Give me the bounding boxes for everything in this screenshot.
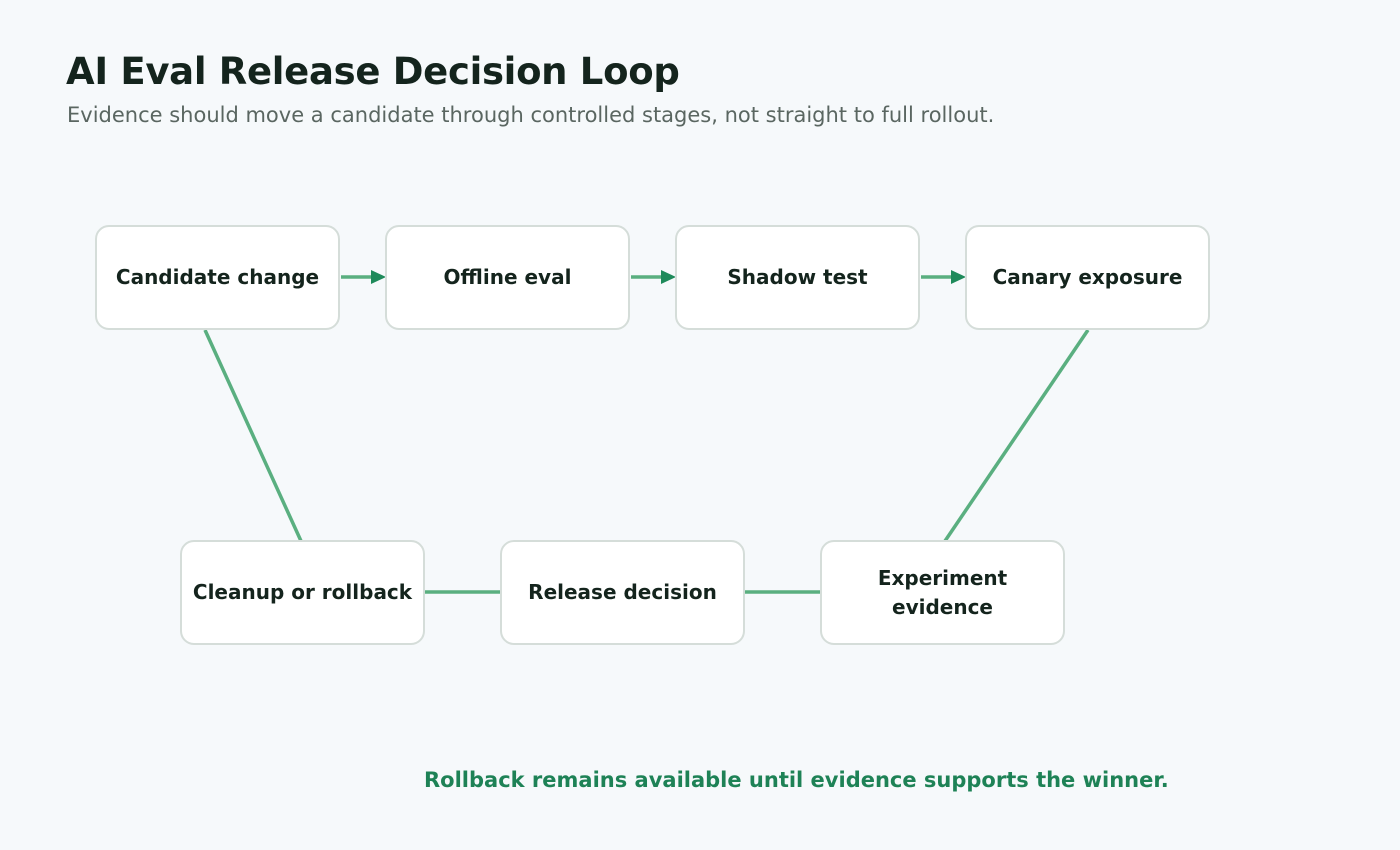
- edge-offline-to-shadow: [631, 270, 676, 284]
- page-title: AI Eval Release Decision Loop: [66, 50, 680, 93]
- node-label: Offline eval: [443, 265, 572, 289]
- node-shadow-test: Shadow test: [675, 225, 920, 330]
- node-canary-exposure: Canary exposure: [965, 225, 1210, 330]
- page-subtitle: Evidence should move a candidate through…: [67, 103, 995, 127]
- node-label: Shadow test: [727, 265, 868, 289]
- node-label: Candidate change: [115, 265, 320, 289]
- node-candidate-change: Candidate change: [95, 225, 340, 330]
- node-cleanup-or-rollback: Cleanup or rollback: [180, 540, 425, 645]
- footer-note: Rollback remains available until evidenc…: [424, 768, 1169, 792]
- node-label: Release decision: [528, 580, 717, 604]
- edge-cleanup-to-candidate: [203, 329, 303, 542]
- node-label: Cleanup or rollback: [192, 580, 413, 604]
- node-release-decision: Release decision: [500, 540, 745, 645]
- node-label: Experiment evidence: [877, 565, 1008, 619]
- edge-canary-to-experiment: [943, 329, 1090, 542]
- node-label: Canary exposure: [992, 265, 1183, 289]
- edge-candidate-to-offline: [341, 270, 386, 284]
- node-offline-eval: Offline eval: [385, 225, 630, 330]
- node-experiment-evidence: Experiment evidence: [820, 540, 1065, 645]
- edge-shadow-to-canary: [921, 270, 966, 284]
